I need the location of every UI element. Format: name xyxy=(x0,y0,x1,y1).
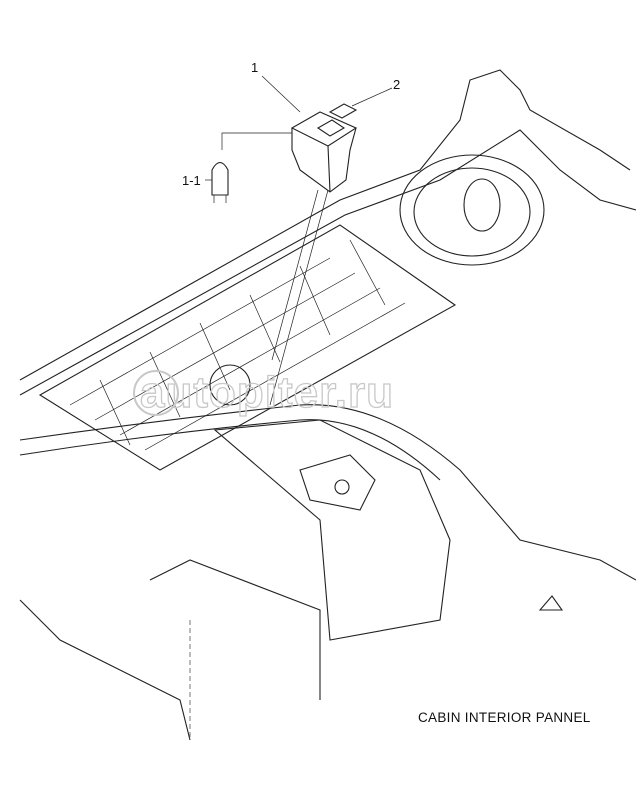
diagram-caption: CABIN INTERIOR PANNEL xyxy=(418,710,591,725)
watermark: autopiter.ru xyxy=(139,367,395,417)
callout-2: 2 xyxy=(393,77,401,92)
switch-cover-part-2 xyxy=(328,103,358,119)
switch-slots xyxy=(69,239,406,451)
callout-1-1: 1-1 xyxy=(182,173,201,188)
callout-1: 1 xyxy=(251,60,259,75)
watermark-logo xyxy=(133,370,179,416)
bulb-icon xyxy=(211,161,229,203)
rocker-switch xyxy=(290,111,358,193)
